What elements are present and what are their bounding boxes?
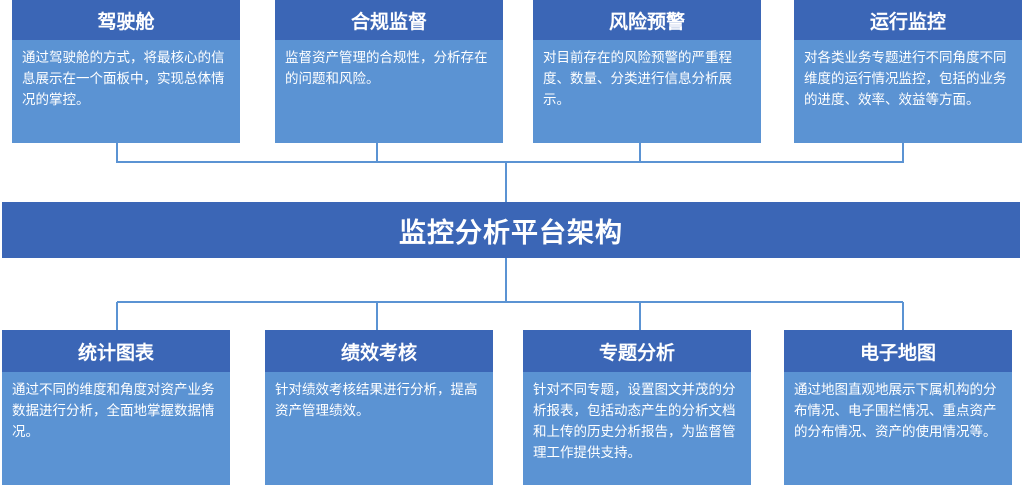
module-risk-warning[interactable]: 风险预警 对目前存在的风险预警的严重程度、数量、分类进行信息分析展示。: [533, 0, 761, 143]
module-description: 对目前存在的风险预警的严重程度、数量、分类进行信息分析展示。: [533, 40, 761, 143]
module-title: 电子地图: [784, 330, 1012, 372]
module-title: 绩效考核: [265, 330, 493, 372]
module-description: 通过地图直观地展示下属机构的分布情况、电子围栏情况、重点资产的分布情况、资产的使…: [784, 372, 1012, 485]
module-title: 专题分析: [523, 330, 751, 372]
module-cockpit[interactable]: 驾驶舱 通过驾驶舱的方式，将最核心的信息展示在一个面板中，实现总体情况的掌控。: [12, 0, 240, 143]
module-statistical-charts[interactable]: 统计图表 通过不同的维度和角度对资产业务数据进行分析，全面地掌握数据情况。: [2, 330, 230, 485]
module-title: 合规监督: [275, 0, 503, 40]
module-description: 通过驾驶舱的方式，将最核心的信息展示在一个面板中，实现总体情况的掌控。: [12, 40, 240, 143]
module-topic-analysis[interactable]: 专题分析 针对不同专题，设置图文并茂的分析报表，包括动态产生的分析文档和上传的历…: [523, 330, 751, 485]
module-title: 风险预警: [533, 0, 761, 40]
module-description: 通过不同的维度和角度对资产业务数据进行分析，全面地掌握数据情况。: [2, 372, 230, 485]
module-title: 驾驶舱: [12, 0, 240, 40]
module-description: 监督资产管理的合规性，分析存在的问题和风险。: [275, 40, 503, 143]
module-compliance-supervision[interactable]: 合规监督 监督资产管理的合规性，分析存在的问题和风险。: [275, 0, 503, 143]
module-electronic-map[interactable]: 电子地图 通过地图直观地展示下属机构的分布情况、电子围栏情况、重点资产的分布情况…: [784, 330, 1012, 485]
platform-architecture-title: 监控分析平台架构: [2, 202, 1020, 258]
module-title: 统计图表: [2, 330, 230, 372]
module-description: 针对绩效考核结果进行分析，提高资产管理绩效。: [265, 372, 493, 485]
module-operation-monitoring[interactable]: 运行监控 对各类业务专题进行不同角度不同维度的运行情况监控，包括的业务的进度、效…: [794, 0, 1022, 143]
module-description: 对各类业务专题进行不同角度不同维度的运行情况监控，包括的业务的进度、效率、效益等…: [794, 40, 1022, 143]
module-performance-assessment[interactable]: 绩效考核 针对绩效考核结果进行分析，提高资产管理绩效。: [265, 330, 493, 485]
module-description: 针对不同专题，设置图文并茂的分析报表，包括动态产生的分析文档和上传的历史分析报告…: [523, 372, 751, 485]
module-title: 运行监控: [794, 0, 1022, 40]
